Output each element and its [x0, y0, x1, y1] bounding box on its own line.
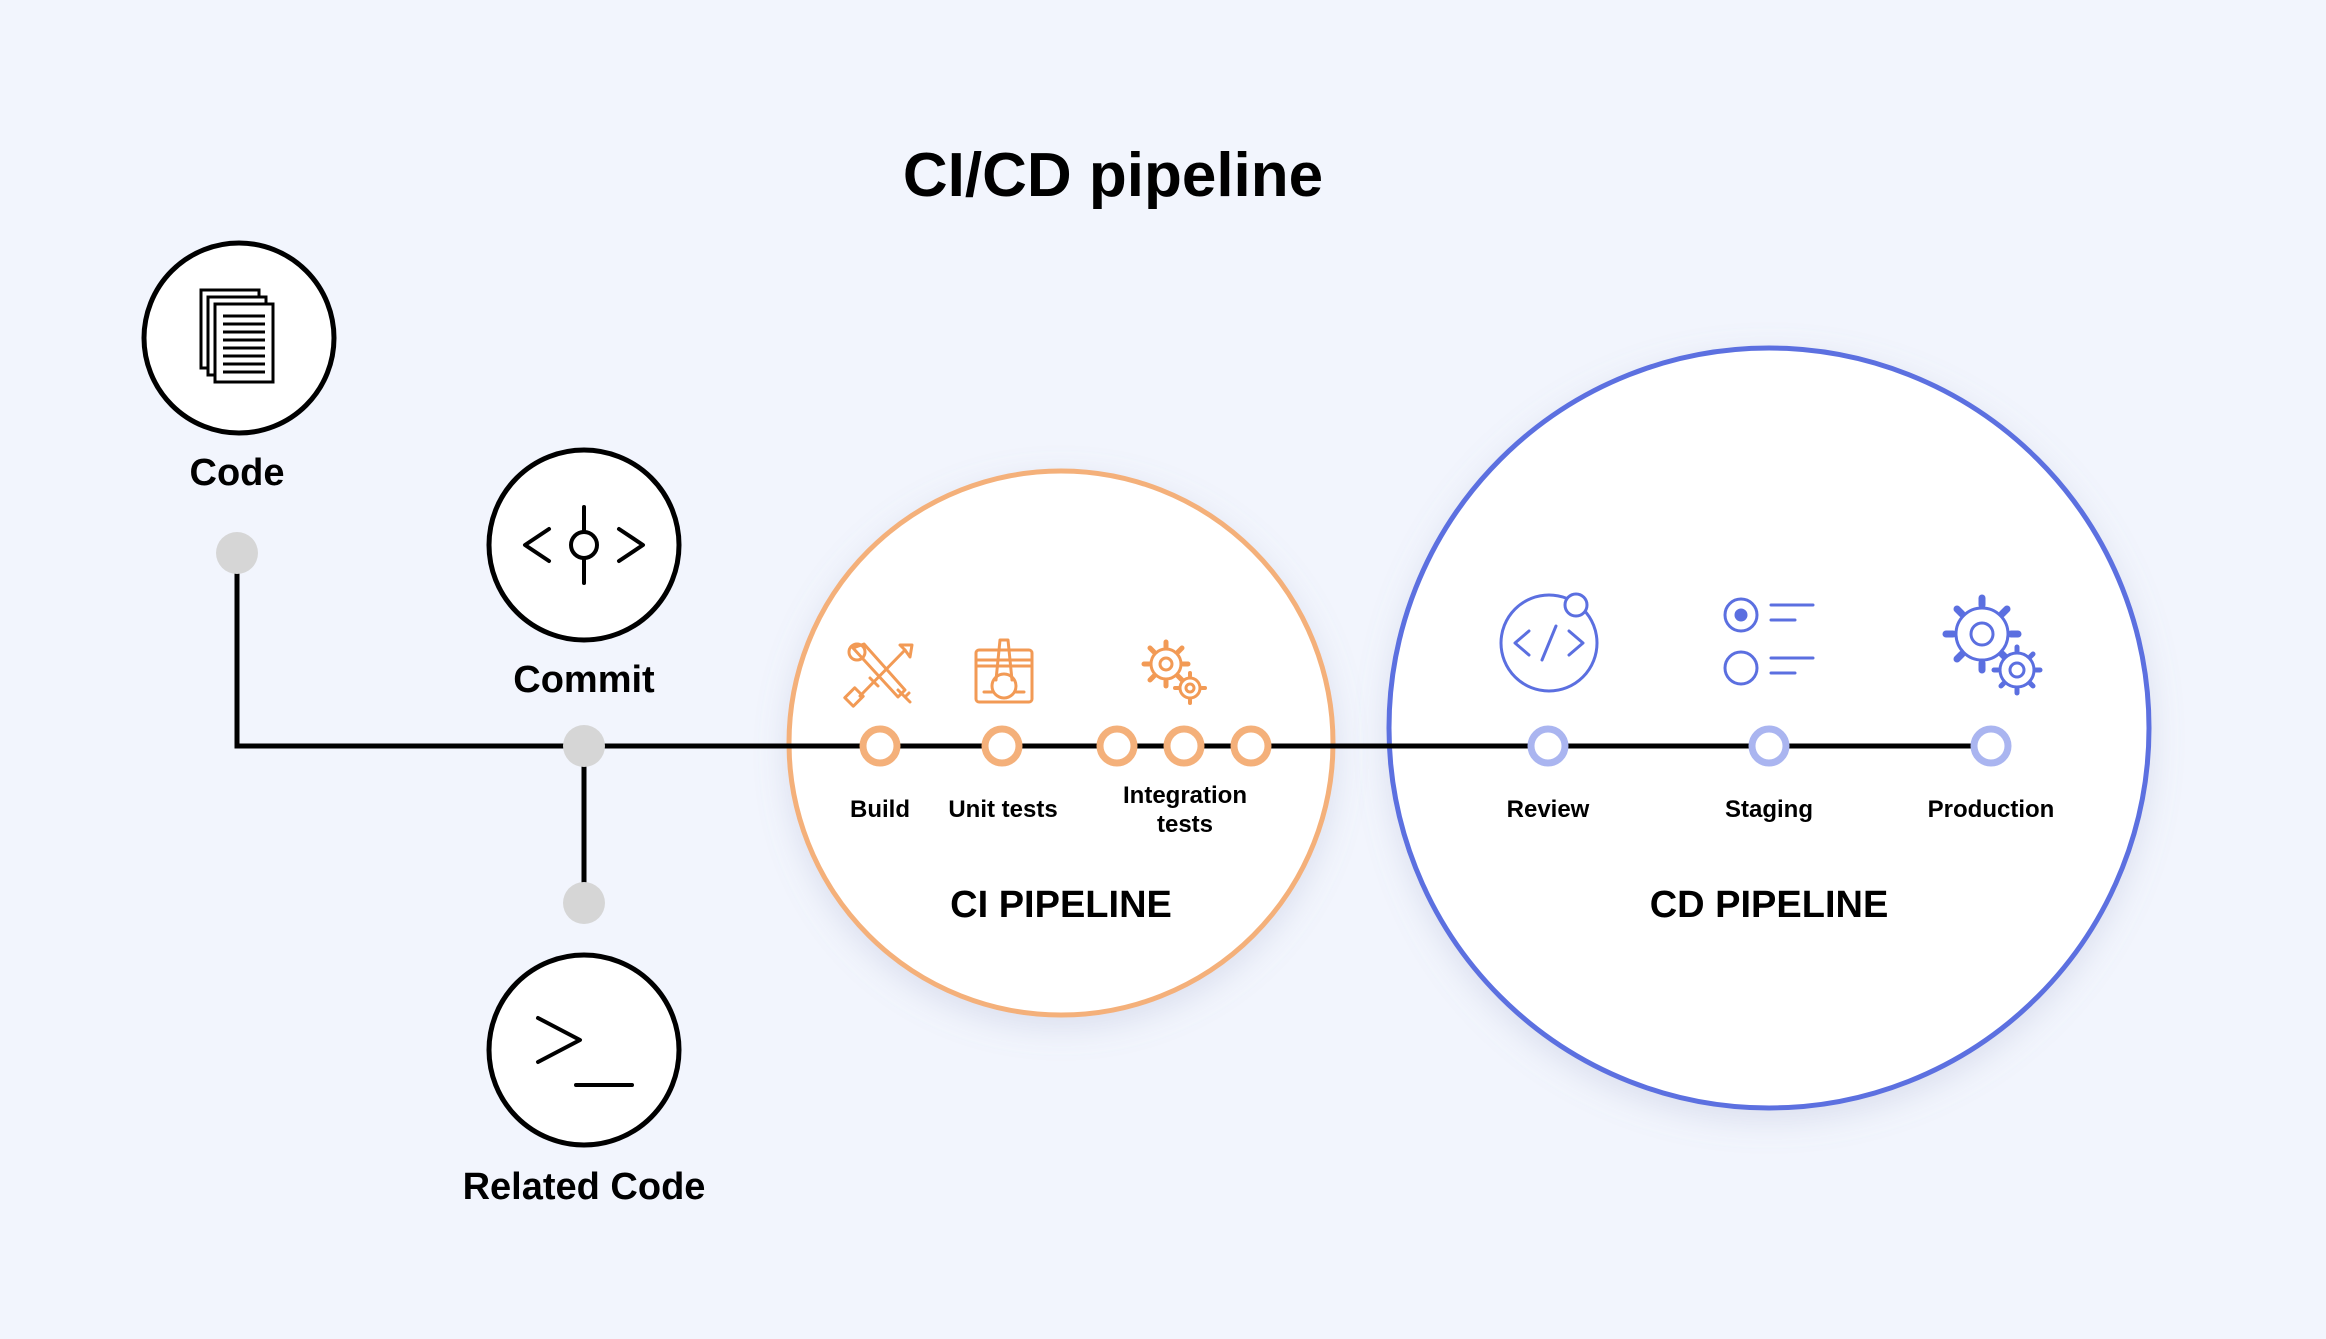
build-stage-dot [859, 725, 901, 767]
tools-icon [843, 642, 914, 708]
checklist-icon [1723, 597, 1815, 686]
diagram-title: CI/CD pipeline [902, 141, 1324, 210]
ci-pipeline-label: CI PIPELINE [950, 884, 1172, 926]
related-code-junction-dot [563, 882, 605, 924]
code-label: Code [189, 452, 285, 494]
test-tube-window-icon [974, 638, 1034, 704]
review-stage-dot [1527, 725, 1569, 767]
unit-tests-label: Unit tests [948, 796, 1058, 823]
production-gears-icon [1942, 594, 2043, 696]
commit-junction-dot [563, 725, 605, 767]
production-stage-dot [1970, 725, 2012, 767]
code-review-icon [1499, 592, 1599, 693]
cd-pipeline-label: CD PIPELINE [1649, 884, 1889, 926]
terminal-icon [536, 1016, 634, 1087]
commit-icon [523, 505, 645, 585]
code-junction-dot [216, 532, 258, 574]
integration-stage-dot-2 [1163, 725, 1205, 767]
cd-stage-dots [1527, 725, 2012, 767]
review-label: Review [1506, 796, 1590, 823]
related-code-label: Related Code [462, 1166, 706, 1208]
pipeline-connector-lines [234, 553, 2000, 903]
build-label: Build [850, 796, 910, 823]
ci-stage-dots [859, 725, 1272, 767]
integration-stage-dot-3 [1230, 725, 1272, 767]
ci-pipeline-circle [786, 468, 1336, 1018]
unit-tests-stage-dot [981, 725, 1023, 767]
staging-stage-dot [1748, 725, 1790, 767]
staging-label: Staging [1725, 796, 1813, 823]
gears-icon [1141, 639, 1207, 705]
commit-label: Commit [513, 659, 655, 701]
documents-icon [199, 288, 275, 384]
production-label: Production [1927, 796, 2055, 823]
integration-stage-dot-1 [1096, 725, 1138, 767]
commit-node-circle [486, 447, 682, 643]
related-code-node-circle [486, 952, 682, 1148]
integration-tests-label: Integration tests [1123, 782, 1247, 838]
